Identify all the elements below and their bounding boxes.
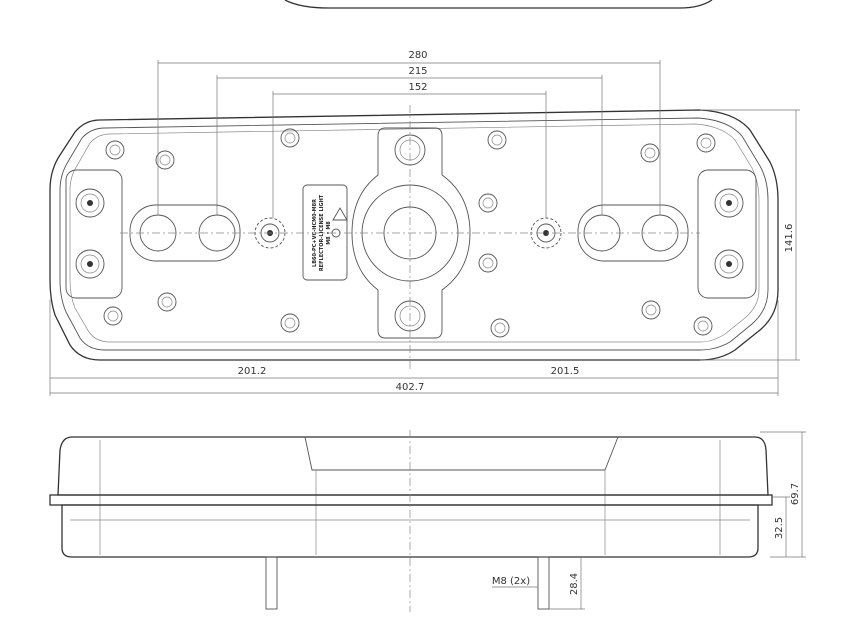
screw-icon <box>280 128 300 148</box>
side-flange <box>49 494 773 506</box>
dim-141-6-text: 141.6 <box>784 224 795 253</box>
screw-icon <box>157 292 177 312</box>
dim-215: 215 <box>216 66 603 215</box>
dim-201: 201.2 201.5 <box>49 300 779 396</box>
screw-icon <box>478 193 498 213</box>
screw-icon <box>696 133 716 153</box>
housing-outline <box>49 109 779 361</box>
left-pod-mount-bottom <box>75 249 105 279</box>
screw-icon <box>641 300 661 320</box>
dim-280-text: 280 <box>408 50 427 61</box>
side-housing-top <box>57 436 769 496</box>
center-boss-outline <box>351 127 471 339</box>
side-view: 69.7 32.5 28.4 M8 (2x) <box>49 430 806 612</box>
dim-201-2-text: 201.2 <box>238 366 267 377</box>
screw-icon <box>640 143 660 163</box>
screw-icon <box>693 316 713 336</box>
dim-152: 152 <box>272 82 547 218</box>
left-side-pod <box>65 169 123 299</box>
side-lens-bump <box>304 436 619 471</box>
dim-28-4-text: 28.4 <box>569 573 580 595</box>
screw-icon <box>105 140 125 160</box>
screw-icon <box>103 306 123 326</box>
right-pod-mount-top <box>714 188 744 218</box>
dim-201-5-text: 201.5 <box>551 366 580 377</box>
recycle-icon <box>332 207 348 221</box>
screw-icon <box>280 313 300 333</box>
label-plate-line2: REFLECTOR-LICENSE LIGHT <box>319 194 325 271</box>
housing-inner-outline <box>59 117 769 351</box>
dim-69-7: 69.7 <box>760 431 806 558</box>
dim-280: 280 <box>157 50 661 215</box>
thread-callout: M8 (2x) <box>492 576 538 588</box>
dim-402-7: 402.7 <box>50 382 778 394</box>
left-pod-mount-top <box>75 188 105 218</box>
dim-215-text: 215 <box>408 66 427 77</box>
dim-32-5: 32.5 <box>772 496 790 557</box>
dim-141-6: 141.6 <box>700 109 800 361</box>
left-mounting-stud <box>265 556 278 610</box>
screw-icon <box>487 130 507 150</box>
plan-view: LB60-PC+VC-HCM0-M8R REFLECTOR-LICENSE LI… <box>49 50 800 396</box>
dim-69-7-text: 69.7 <box>790 483 801 505</box>
label-plate <box>302 184 348 281</box>
thread-callout-text: M8 (2x) <box>492 576 530 587</box>
right-side-pod <box>697 169 757 299</box>
right-mounting-stud <box>537 556 550 610</box>
dim-32-5-text: 32.5 <box>774 517 785 539</box>
right-pod-mount-bottom <box>714 249 744 279</box>
dim-152-text: 152 <box>408 82 427 93</box>
screw-icon <box>155 150 175 170</box>
dim-402-7-text: 402.7 <box>396 382 425 393</box>
screw-icon <box>490 318 510 338</box>
dim-28-4: 28.4 <box>549 557 585 610</box>
top-edge-partial <box>284 0 713 9</box>
side-base <box>61 504 759 558</box>
screw-icon <box>478 253 498 273</box>
